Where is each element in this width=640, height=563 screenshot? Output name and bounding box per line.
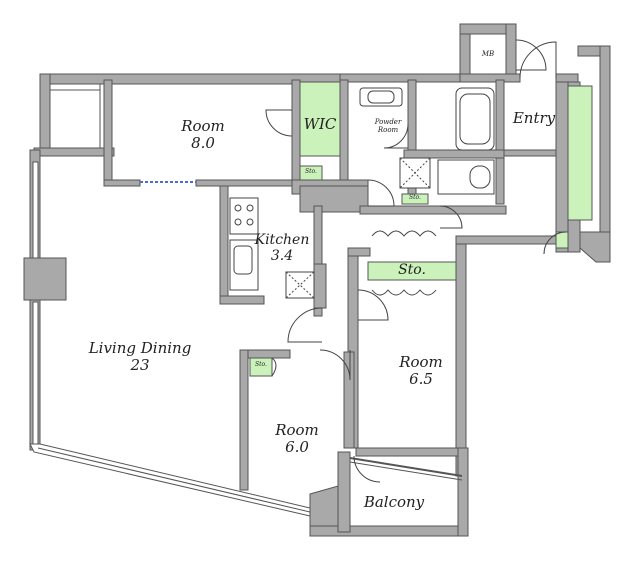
label-room-east: Room 6.5 xyxy=(386,353,456,389)
label-powder-room: Powder Room xyxy=(368,118,408,134)
label-wic: WIC xyxy=(303,115,337,133)
door-toilet xyxy=(439,205,463,229)
label-living-dining: Living Dining 23 xyxy=(80,339,200,375)
sto-small-1 xyxy=(299,165,323,181)
powder-sink-basin xyxy=(367,90,395,104)
sto-large xyxy=(367,261,457,281)
label-sto-small-1: Sto. xyxy=(305,168,317,175)
label-sto-small-2: Sto. xyxy=(409,194,421,201)
room-north-name: Room xyxy=(181,117,225,135)
room-east-size: 6.5 xyxy=(409,370,433,389)
door-kitchen xyxy=(287,307,323,343)
label-room-south: Room 6.0 xyxy=(262,421,332,457)
door-room65 xyxy=(357,289,389,321)
wall-north-mid xyxy=(339,73,461,83)
sto-small-2 xyxy=(401,193,429,205)
wall-west-step xyxy=(33,147,115,157)
door-balcony xyxy=(353,455,381,483)
wall-core-south xyxy=(359,205,507,215)
door-entry xyxy=(515,39,547,71)
sto-door xyxy=(271,357,277,377)
door-powder xyxy=(383,123,409,149)
window-room8-side xyxy=(99,83,105,149)
toilet-bowl xyxy=(469,165,491,189)
hall-closet-small xyxy=(555,231,569,249)
wall-balcony-east xyxy=(457,447,469,537)
label-balcony: Balcony xyxy=(363,493,425,511)
shower-x-2 xyxy=(399,157,431,189)
window-room8 xyxy=(49,83,105,91)
stove xyxy=(229,197,259,235)
door-room60 xyxy=(319,349,351,381)
kitchen-name: Kitchen xyxy=(254,232,310,248)
burner-1 xyxy=(234,204,242,212)
label-sto-small-3: Sto. xyxy=(255,361,267,368)
room-north-size: 8.0 xyxy=(191,134,215,153)
wall-room60-east xyxy=(343,351,355,449)
label-kitchen: Kitchen 3.4 xyxy=(252,232,312,264)
wall-room8-south xyxy=(103,179,141,187)
wall-north-east xyxy=(459,73,521,83)
wall-room8-south-b xyxy=(195,179,299,187)
wall-kitchen-east-2 xyxy=(313,263,327,309)
wall-west-upper xyxy=(39,73,51,155)
wall-bath-east xyxy=(495,79,505,205)
door-hall xyxy=(543,231,567,255)
living-dining-size: 23 xyxy=(130,356,150,375)
entry-closet xyxy=(567,85,593,221)
wall-kitchen-south xyxy=(219,295,265,305)
wall-bath-south xyxy=(403,149,505,159)
wall-wic-east xyxy=(339,79,349,193)
wall-room8-west xyxy=(103,79,113,185)
kitchen-sink-basin xyxy=(233,245,253,275)
label-sto-large: Sto. xyxy=(398,262,426,278)
sto-small-3 xyxy=(249,357,273,377)
window-west-lower xyxy=(32,301,39,449)
window-south-line xyxy=(37,447,311,513)
burner-3 xyxy=(234,218,242,226)
wall-entry-east xyxy=(555,81,569,253)
wall-balcony-west xyxy=(309,485,339,531)
kitchen-size: 3.4 xyxy=(270,248,294,265)
label-mb: MB xyxy=(481,50,495,58)
door-core xyxy=(367,179,395,207)
window-west xyxy=(32,161,39,259)
closet-door-1 xyxy=(371,230,437,237)
label-entry: Entry xyxy=(512,109,556,127)
powder-line1: Powder xyxy=(374,118,402,126)
wic-fill xyxy=(299,81,341,157)
burner-4 xyxy=(246,218,254,226)
room-south-name: Room xyxy=(275,421,319,439)
door-room8 xyxy=(265,109,293,137)
wall-corridor-top xyxy=(347,247,371,257)
wall-east-corner xyxy=(579,231,611,263)
wall-room65-south xyxy=(355,447,465,457)
room-south-size: 6.0 xyxy=(285,438,309,457)
powder-line2: Room xyxy=(377,126,399,135)
wall-kitchen-west xyxy=(219,185,229,303)
balcony-rail-inner xyxy=(349,461,463,481)
bathtub-inner xyxy=(459,93,491,145)
wall-kitchen-east xyxy=(313,205,323,317)
label-room-north: Room 8.0 xyxy=(168,117,238,153)
living-dining-name: Living Dining xyxy=(88,339,192,357)
wall-room65-east xyxy=(455,243,467,477)
burner-2 xyxy=(246,204,254,212)
wall-entry-south xyxy=(503,149,557,157)
wall-core xyxy=(299,185,369,213)
wall-room60-west xyxy=(239,349,249,491)
closet-door-2 xyxy=(371,289,437,296)
wall-balcony-bottom xyxy=(309,525,467,537)
fridge-space xyxy=(285,271,315,299)
balcony-rail xyxy=(349,457,463,477)
wall-wic-west xyxy=(291,79,301,187)
column-west xyxy=(23,257,67,301)
room-east-name: Room xyxy=(399,353,443,371)
door-mb xyxy=(519,41,557,79)
wall-mb-right xyxy=(505,23,517,79)
wall-balcony-north xyxy=(337,451,351,533)
wall-east xyxy=(599,45,611,263)
